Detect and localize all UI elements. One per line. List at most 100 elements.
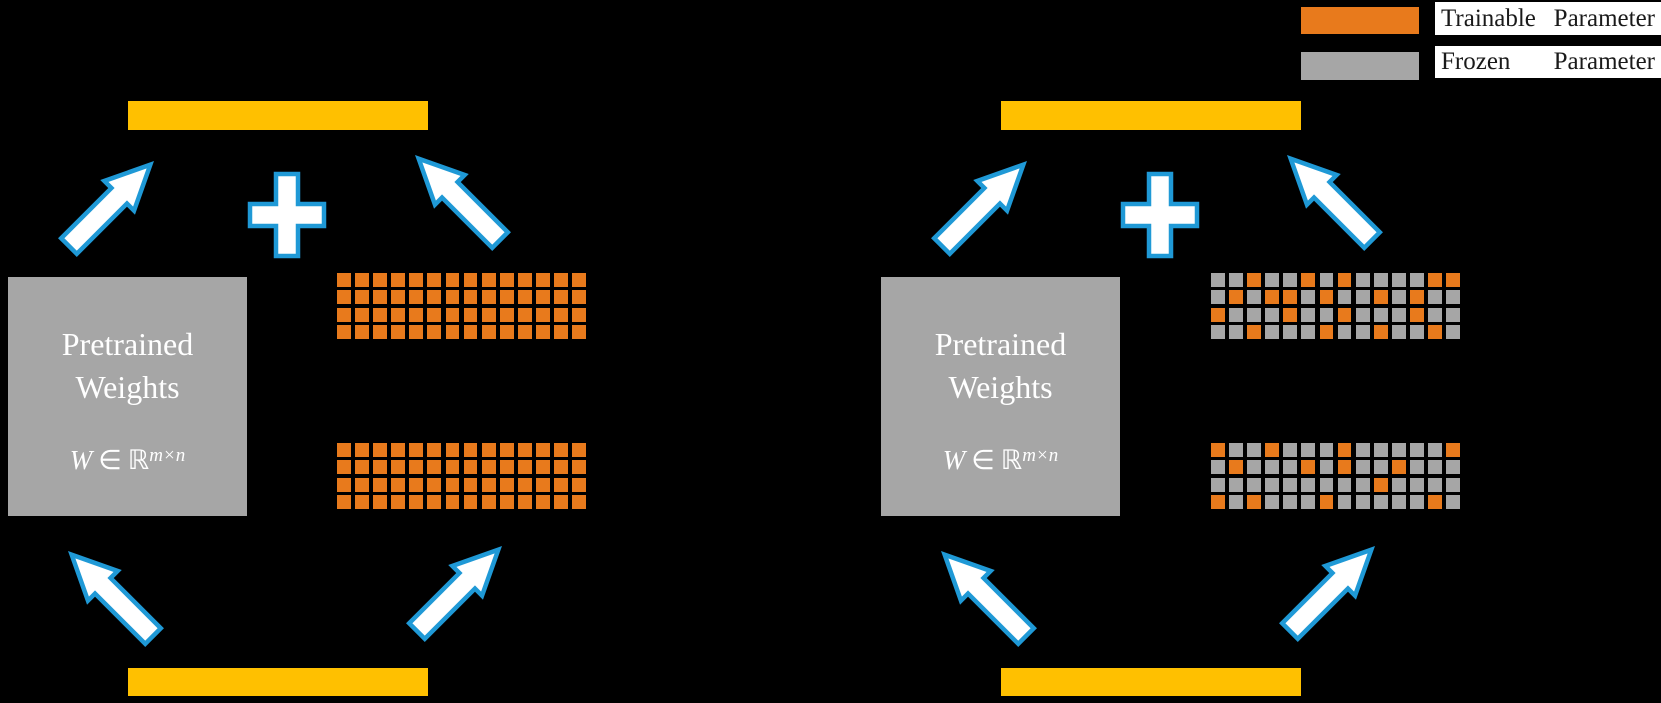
frozen-param-cell — [1410, 325, 1424, 339]
trainable-param-cell — [536, 477, 550, 492]
trainable-param-cell — [373, 290, 387, 305]
trainable-param-cell — [1337, 443, 1352, 457]
frozen-param-cell — [1446, 460, 1461, 475]
weight-matrix-formula: W∈ℝm×n — [942, 445, 1059, 475]
trainable-param-cell — [391, 477, 406, 492]
frozen-param-cell — [1301, 495, 1316, 509]
trainable-param-cell — [445, 307, 460, 322]
trainable-param-cell — [337, 325, 351, 339]
trainable-param-cell — [554, 325, 568, 339]
trainable-param-cell — [373, 307, 387, 322]
trainable-param-cell — [554, 495, 568, 509]
trainable-param-cell — [536, 495, 550, 509]
trainable-param-cell — [481, 495, 496, 509]
trainable-param-cell — [337, 273, 351, 287]
trainable-param-cell — [355, 443, 369, 457]
trainable-param-cell — [1247, 495, 1261, 509]
trainable-param-cell — [337, 443, 351, 457]
frozen-param-cell — [1355, 443, 1370, 457]
frozen-param-cell — [1265, 495, 1280, 509]
trainable-param-cell — [572, 495, 587, 509]
up-right-arrow-icon — [58, 161, 154, 257]
trainable-param-cell — [445, 477, 460, 492]
trainable-param-cell — [1247, 325, 1261, 339]
frozen-param-cell — [1410, 443, 1424, 457]
trainable-param-cell — [373, 273, 387, 287]
trainable-param-cell — [554, 460, 568, 475]
frozen-param-cell — [1229, 495, 1243, 509]
trainable-param-cell — [1337, 460, 1352, 475]
up-left-arrow-icon — [1287, 155, 1383, 251]
frozen-param-cell — [1410, 477, 1424, 492]
trainable-param-cell — [409, 460, 424, 475]
frozen-param-cell — [1446, 495, 1461, 509]
trainable-param-cell — [517, 325, 532, 339]
trainable-param-cell — [445, 443, 460, 457]
trainable-grid-top-left — [337, 273, 587, 339]
trainable-param-cell — [391, 325, 406, 339]
frozen-param-cell — [1373, 443, 1388, 457]
mixed-grid-bottom-right — [1211, 443, 1461, 509]
frozen-param-cell — [1373, 460, 1388, 475]
trainable-param-cell — [355, 273, 369, 287]
trainable-param-cell — [499, 273, 514, 287]
trainable-param-cell — [337, 290, 351, 305]
trainable-param-cell — [499, 477, 514, 492]
trainable-param-cell — [554, 273, 568, 287]
frozen-param-cell — [1428, 290, 1442, 305]
frozen-param-cell — [1283, 477, 1298, 492]
trainable-param-cell — [554, 443, 568, 457]
trainable-param-cell — [499, 443, 514, 457]
plus-icon — [247, 171, 327, 259]
trainable-param-cell — [536, 290, 550, 305]
trainable-param-cell — [499, 325, 514, 339]
trainable-param-cell — [481, 307, 496, 322]
frozen-param-cell — [1373, 307, 1388, 322]
frozen-param-cell — [1247, 460, 1261, 475]
frozen-param-cell — [1337, 477, 1352, 492]
trainable-param-cell — [481, 290, 496, 305]
trainable-param-cell — [445, 273, 460, 287]
trainable-param-cell — [517, 273, 532, 287]
trainable-param-cell — [355, 477, 369, 492]
frozen-param-cell — [1355, 325, 1370, 339]
trainable-param-cell — [337, 307, 351, 322]
trainable-param-cell — [409, 443, 424, 457]
frozen-param-cell — [1301, 325, 1316, 339]
trainable-param-cell — [499, 495, 514, 509]
trainable-param-cell — [481, 325, 496, 339]
frozen-param-cell — [1391, 495, 1406, 509]
up-left-arrow-icon — [941, 551, 1037, 647]
trainable-param-cell — [427, 325, 442, 339]
trainable-param-cell — [1211, 495, 1225, 509]
pretrained-weights-box-right: Pretrained Weights W∈ℝm×n — [881, 277, 1120, 516]
trainable-param-cell — [463, 443, 478, 457]
trainable-param-cell — [427, 307, 442, 322]
frozen-param-cell — [1355, 290, 1370, 305]
frozen-param-cell — [1355, 460, 1370, 475]
frozen-param-cell — [1428, 443, 1442, 457]
trainable-param-cell — [1211, 307, 1225, 322]
frozen-param-cell — [1355, 307, 1370, 322]
trainable-param-cell — [463, 460, 478, 475]
trainable-param-cell — [445, 495, 460, 509]
frozen-param-cell — [1355, 495, 1370, 509]
frozen-param-cell — [1391, 273, 1406, 287]
trainable-param-cell — [445, 325, 460, 339]
frozen-param-cell — [1319, 460, 1334, 475]
trainable-param-cell — [409, 477, 424, 492]
trainable-param-cell — [409, 495, 424, 509]
frozen-param-cell — [1265, 307, 1280, 322]
frozen-param-cell — [1283, 325, 1298, 339]
frozen-param-cell — [1247, 290, 1261, 305]
trainable-param-cell — [391, 273, 406, 287]
trainable-param-cell — [391, 460, 406, 475]
frozen-param-cell — [1428, 477, 1442, 492]
trainable-param-cell — [373, 460, 387, 475]
up-left-arrow-icon — [68, 551, 164, 647]
frozen-param-cell — [1247, 443, 1261, 457]
trainable-param-cell — [1229, 290, 1243, 305]
frozen-param-cell — [1247, 307, 1261, 322]
trainable-param-cell — [463, 273, 478, 287]
frozen-param-cell — [1391, 477, 1406, 492]
